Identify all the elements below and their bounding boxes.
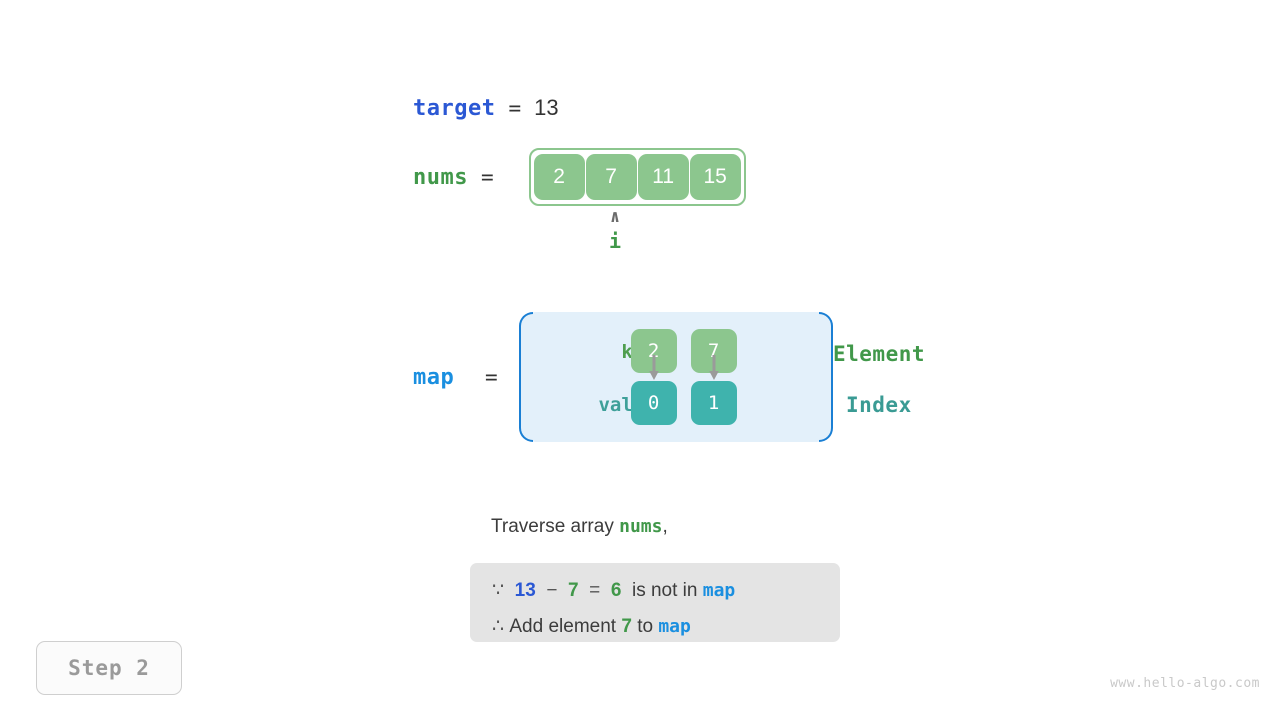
element-side-label: Element <box>833 342 926 366</box>
target-var-label: target <box>413 96 496 121</box>
index-pointer: ∧ i <box>594 208 636 256</box>
reason-box: ∵ 13 − 7 = 6 is not in map ∴ Add element… <box>470 563 840 642</box>
array-cell: 15 <box>689 154 741 200</box>
reason-operand-b: 7 <box>568 580 579 601</box>
map-var-label: map <box>413 364 455 390</box>
caret-up-icon: ∧ <box>609 207 621 227</box>
conclusion-element: 7 <box>621 616 632 637</box>
map-entry-column: 2 0 <box>630 329 677 425</box>
because-symbol-icon: ∵ <box>492 580 505 601</box>
target-value: 13 <box>534 95 559 120</box>
traverse-caption: Traverse array nums, <box>491 516 668 538</box>
traverse-suffix-text: , <box>662 516 668 537</box>
nums-var-label: nums <box>413 164 468 190</box>
conclusion-text-before: Add element <box>509 616 622 637</box>
reason-text: is not in <box>631 580 703 601</box>
reason-result: 6 <box>610 580 622 601</box>
watermark: www.hello-algo.com <box>1110 676 1260 691</box>
down-arrow-icon <box>708 355 719 380</box>
array-container: 2 7 11 15 <box>528 148 746 206</box>
nums-row: nums = 2 7 11 15 <box>413 148 746 206</box>
therefore-symbol-icon: ∴ <box>492 616 505 637</box>
map-value-cell: 1 <box>690 381 737 425</box>
map-row: map = key value 2 0 7 1 <box>413 312 833 442</box>
minus-operator: − <box>546 580 558 601</box>
reason-operand-a: 13 <box>514 580 536 601</box>
map-entry-column: 7 1 <box>690 329 737 425</box>
index-side-label: Index <box>846 393 912 417</box>
nums-equals-sign: = <box>480 165 494 189</box>
conclusion-map-keyword: map <box>658 616 691 637</box>
array-cell: 7 <box>585 154 637 200</box>
traverse-nums-keyword: nums <box>619 516 663 537</box>
map-value-cell: 0 <box>630 381 677 425</box>
step-badge: Step 2 <box>36 641 182 695</box>
equals-operator: = <box>589 580 601 601</box>
map-equals-sign: = <box>485 365 498 389</box>
traverse-prefix-text: Traverse array <box>491 516 620 537</box>
reason-map-keyword: map <box>702 580 736 601</box>
map-inner: key value 2 0 7 1 <box>520 312 832 442</box>
map-container: key value 2 0 7 1 <box>518 312 833 442</box>
conclusion-text-middle: to <box>631 616 659 637</box>
target-row: target = 13 <box>413 95 559 121</box>
down-arrow-icon <box>648 355 659 380</box>
array-cell: 2 <box>533 154 585 200</box>
target-equals-sign: = <box>508 96 522 120</box>
reason-line-1: ∵ 13 − 7 = 6 is not in map <box>470 573 840 609</box>
reason-line-2: ∴ Add element 7 to map <box>470 609 840 645</box>
array-cell: 11 <box>637 154 689 200</box>
pointer-label: i <box>608 229 622 253</box>
